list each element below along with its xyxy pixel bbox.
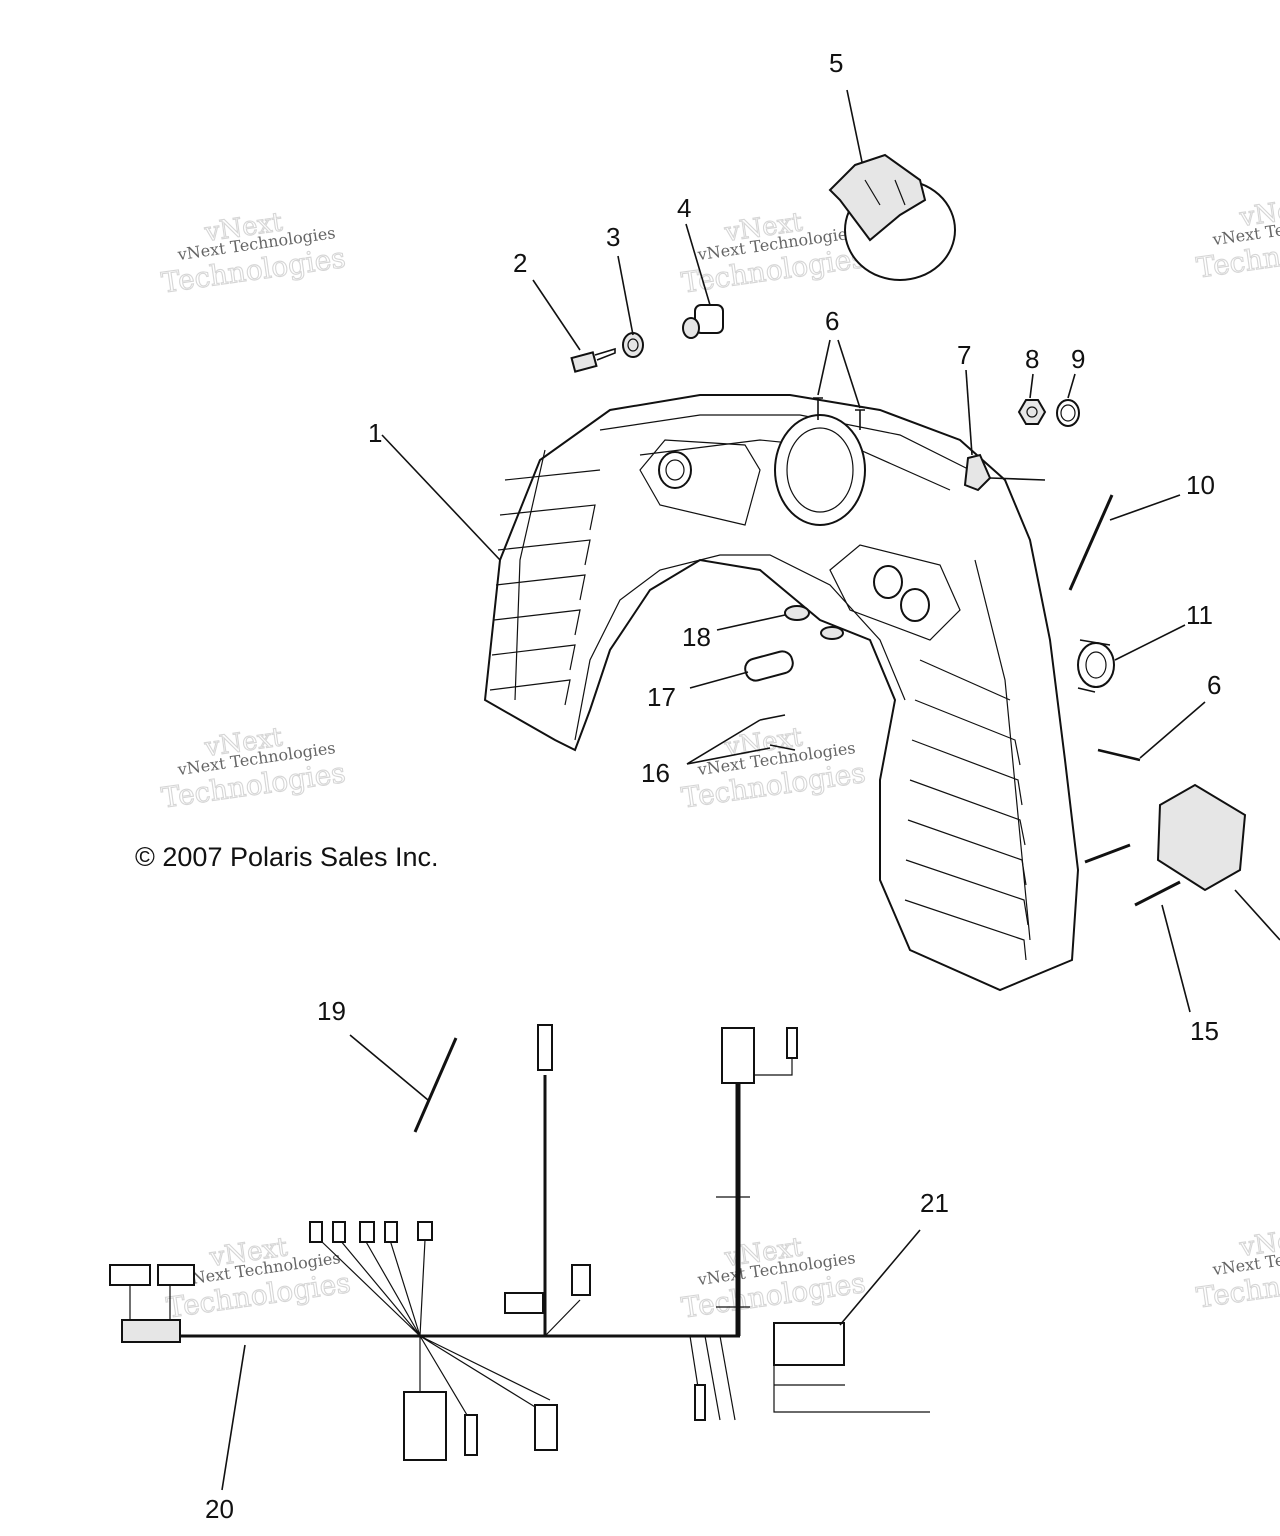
key-part <box>570 347 616 373</box>
switch-hole-left <box>658 451 692 489</box>
callout-10: 10 <box>1186 470 1215 500</box>
watermark-5: vNext vNext Technologies Technologies <box>679 722 868 815</box>
callout-16: 16 <box>641 758 670 788</box>
wire-harness-part <box>109 1024 930 1461</box>
callout-1: 1 <box>368 418 382 448</box>
gauge-cup-part <box>828 153 956 281</box>
callout-9: 9 <box>1071 344 1085 374</box>
electrical-module-part <box>1156 783 1280 941</box>
screw-right-part <box>1097 748 1141 762</box>
callout-18: 18 <box>682 622 711 652</box>
bolts-part <box>1084 843 1181 907</box>
bracket-ring-part <box>1077 639 1115 693</box>
watermark-7: vNext vNext Technologies Technologies <box>679 1232 868 1325</box>
leader-lines <box>221 89 1206 1491</box>
screws-top-part <box>813 397 865 430</box>
screws-16-part <box>759 714 796 751</box>
left-louvres <box>489 449 601 706</box>
callout-8: 8 <box>1025 344 1039 374</box>
watermark-2: vNext vNext Technologies Technologies <box>679 207 868 300</box>
instrument-pod <box>774 414 866 526</box>
knob-part <box>682 304 724 339</box>
ignition-switch-part <box>622 332 644 358</box>
copyright-notice: © 2007 Polaris Sales Inc. <box>135 842 439 872</box>
callout-11: 11 <box>1186 600 1213 630</box>
nut-part <box>1017 399 1047 425</box>
strap-part <box>1068 494 1114 591</box>
switch-hole-right-1 <box>873 565 903 599</box>
grommets-part <box>784 605 844 640</box>
callout-6-top: 6 <box>825 306 839 336</box>
callout-7: 7 <box>957 340 971 370</box>
callouts: 1 2 3 4 5 6 6 7 8 9 10 11 15 16 17 18 19… <box>205 48 1221 1524</box>
callout-21: 21 <box>920 1188 949 1218</box>
washer-part <box>1056 399 1080 427</box>
watermark-1: vNext vNext Technologies Technologies <box>159 207 348 300</box>
bulb-part <box>744 650 794 682</box>
callout-19: 19 <box>317 996 346 1026</box>
callout-3: 3 <box>606 222 620 252</box>
callout-5: 5 <box>829 48 843 78</box>
right-louvres <box>904 559 1031 961</box>
watermark-4: vNext vNext Technologies Technologies <box>159 722 348 815</box>
cable-tie-part <box>413 1037 458 1133</box>
toggle-switch-part <box>963 453 1046 492</box>
callout-4: 4 <box>677 193 691 223</box>
watermark-3: vNext vNext Technologies Technologies <box>1194 192 1280 285</box>
callout-6-right: 6 <box>1207 670 1221 700</box>
callout-15: 15 <box>1190 1016 1219 1046</box>
switch-hole-right-2 <box>900 588 930 622</box>
callout-20: 20 <box>205 1494 234 1524</box>
dash-hood-part <box>483 394 1080 992</box>
watermark-8: vNext vNext Technologies Technologies <box>1194 1222 1280 1315</box>
callout-2: 2 <box>513 248 527 278</box>
callout-17: 17 <box>647 682 676 712</box>
watermarks: vNext vNext Technologies Technologies vN… <box>159 192 1280 1325</box>
